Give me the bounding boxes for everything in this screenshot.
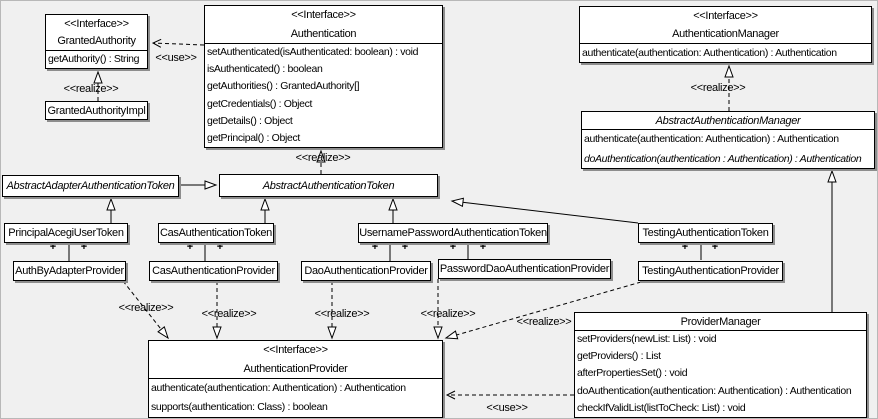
class-box-cas-authentication-token: CasAuthenticationToken bbox=[158, 223, 274, 243]
use-label: <<use>> bbox=[486, 402, 528, 414]
method-label: authenticate(authentication: Authenticat… bbox=[584, 134, 839, 146]
class-name: ProviderManager bbox=[680, 315, 761, 328]
association-plus-label: + bbox=[80, 241, 88, 253]
realize-label: <<realize>> bbox=[63, 83, 119, 95]
class-name: UsernamePasswordAuthenticationToken bbox=[359, 227, 547, 239]
method-label: doAuthentication(authentication: Authent… bbox=[577, 385, 852, 397]
class-name: AuthenticationProvider bbox=[243, 362, 348, 375]
realize-label: <<realize>> bbox=[690, 82, 746, 94]
class-box-provider-manager: ProviderManager setProviders(newList: Li… bbox=[574, 312, 867, 418]
method-label: afterPropertiesSet() : void bbox=[577, 368, 688, 380]
class-name: GrantedAuthorityImpl bbox=[47, 104, 146, 117]
method-label: authenticate(authentication: Authenticat… bbox=[151, 383, 406, 394]
class-name: TestingAuthenticationProvider bbox=[642, 265, 779, 277]
class-header: <<Interface>> GrantedAuthority bbox=[46, 15, 147, 51]
association-plus-label: + bbox=[49, 241, 57, 253]
class-box-authentication-manager: <<Interface>> AuthenticationManager auth… bbox=[579, 6, 872, 63]
stereotype-label: <<Interface>> bbox=[693, 10, 758, 22]
method-label: doAuthentication(authentication : Authen… bbox=[584, 153, 862, 165]
stereotype-label: <<Interface>> bbox=[64, 17, 129, 30]
class-box-authentication: <<Interface>> Authentication setAuthenti… bbox=[204, 5, 443, 148]
class-name: CasAuthenticationToken bbox=[159, 227, 273, 239]
association-plus-label: + bbox=[186, 241, 194, 253]
class-name: AbstractAuthenticationManager bbox=[655, 114, 801, 127]
realize-label: <<realize>> bbox=[295, 152, 351, 164]
class-box-username-password-authentication-token: UsernamePasswordAuthenticationToken bbox=[358, 223, 548, 243]
method-label: getDetails() : Object bbox=[207, 115, 293, 127]
class-name: Authentication bbox=[290, 27, 357, 40]
association-plus-label: + bbox=[371, 241, 379, 253]
stereotype-label: <<Interface>> bbox=[263, 344, 328, 357]
realize-testingauthenticationprovider bbox=[444, 281, 642, 340]
class-box-authentication-provider: <<Interface>> AuthenticationProvider aut… bbox=[148, 340, 443, 418]
method-label: supports(authentication: Class) : boolea… bbox=[151, 402, 328, 413]
class-box-abstract-authentication-manager: AbstractAuthenticationManager authentica… bbox=[581, 111, 875, 169]
class-name: AuthByAdapterProvider bbox=[15, 265, 124, 277]
class-name: PrincipalAcegiUserToken bbox=[8, 227, 124, 239]
realize-label: <<realize>> bbox=[201, 308, 257, 320]
class-header: AbstractAuthenticationManager bbox=[582, 112, 874, 130]
association-plus-label: + bbox=[449, 241, 457, 253]
method-label: authenticate(authentication: Authenticat… bbox=[582, 47, 837, 59]
method-label: isAuthenticated() : boolean bbox=[207, 64, 323, 76]
realize-label: <<realize>> bbox=[516, 316, 572, 328]
class-name: TestingAuthenticationToken bbox=[642, 227, 769, 239]
class-name: DaoAuthenticationProvider bbox=[304, 265, 428, 277]
class-box-password-dao-authentication-provider: PasswordDaoAuthenticationProvider bbox=[438, 259, 611, 279]
method-label: getPrincipal() : Object bbox=[207, 132, 300, 144]
class-name: CasAuthenticationProvider bbox=[152, 265, 275, 277]
gen-testingauthenticationtoken bbox=[450, 197, 639, 224]
realize-label: <<realize>> bbox=[314, 308, 370, 320]
class-box-cas-authentication-provider: CasAuthenticationProvider bbox=[149, 261, 278, 281]
association-plus-label: + bbox=[216, 241, 224, 253]
class-box-auth-by-adapter-provider: AuthByAdapterProvider bbox=[13, 261, 126, 281]
class-header: ProviderManager bbox=[575, 313, 866, 331]
class-name: GrantedAuthority bbox=[57, 35, 136, 48]
association-plus-label: + bbox=[401, 241, 409, 253]
realize-label: <<realize>> bbox=[420, 308, 476, 320]
class-name: PasswordDaoAuthenticationProvider bbox=[439, 263, 610, 275]
class-box-testing-authentication-token: TestingAuthenticationToken bbox=[638, 223, 773, 243]
method-label: getAuthorities() : GrantedAuthority[] bbox=[207, 81, 360, 93]
class-box-granted-authority-impl: GrantedAuthorityImpl bbox=[45, 101, 148, 120]
method-label: setAuthenticated(isAuthenticated: boolea… bbox=[207, 47, 419, 59]
class-box-granted-authority: <<Interface>> GrantedAuthority getAuthor… bbox=[45, 14, 148, 69]
association-plus-label: + bbox=[711, 241, 719, 253]
method-label: getAuthority() : String bbox=[48, 54, 140, 65]
class-box-abstract-authentication-token: AbstractAuthenticationToken bbox=[219, 174, 438, 197]
class-header: <<Interface>> AuthenticationManager bbox=[580, 7, 871, 44]
class-name: AbstractAuthenticationToken bbox=[262, 179, 395, 192]
class-header: <<Interface>> AuthenticationProvider bbox=[149, 341, 442, 379]
class-box-testing-authentication-provider: TestingAuthenticationProvider bbox=[638, 261, 783, 281]
association-plus-label: + bbox=[479, 241, 487, 253]
class-name: AbstractAdapterAuthenticationToken bbox=[6, 180, 175, 192]
class-header: <<Interface>> Authentication bbox=[205, 6, 442, 44]
use-label: <<use>> bbox=[155, 52, 197, 64]
realize-authbyadapterprovider bbox=[122, 280, 169, 340]
class-box-dao-authentication-provider: DaoAuthenticationProvider bbox=[301, 261, 431, 281]
method-label: checkIfValidList(listToCheck: List) : vo… bbox=[577, 402, 746, 414]
class-name: AuthenticationManager bbox=[672, 28, 779, 40]
method-label: getProviders() : List bbox=[577, 351, 661, 363]
class-box-principal-acegi-user-token: PrincipalAcegiUserToken bbox=[4, 223, 128, 243]
use-arrow-authentication-to-grantedauthority bbox=[151, 38, 205, 48]
class-box-abstract-adapter-authentication-token: AbstractAdapterAuthenticationToken bbox=[2, 175, 179, 197]
stereotype-label: <<Interface>> bbox=[291, 9, 356, 22]
realize-label: <<realize>> bbox=[118, 302, 174, 314]
method-label: setProviders(newList: List) : void bbox=[577, 334, 717, 346]
method-label: getCredentials() : Object bbox=[207, 98, 313, 110]
association-plus-label: + bbox=[681, 241, 689, 253]
